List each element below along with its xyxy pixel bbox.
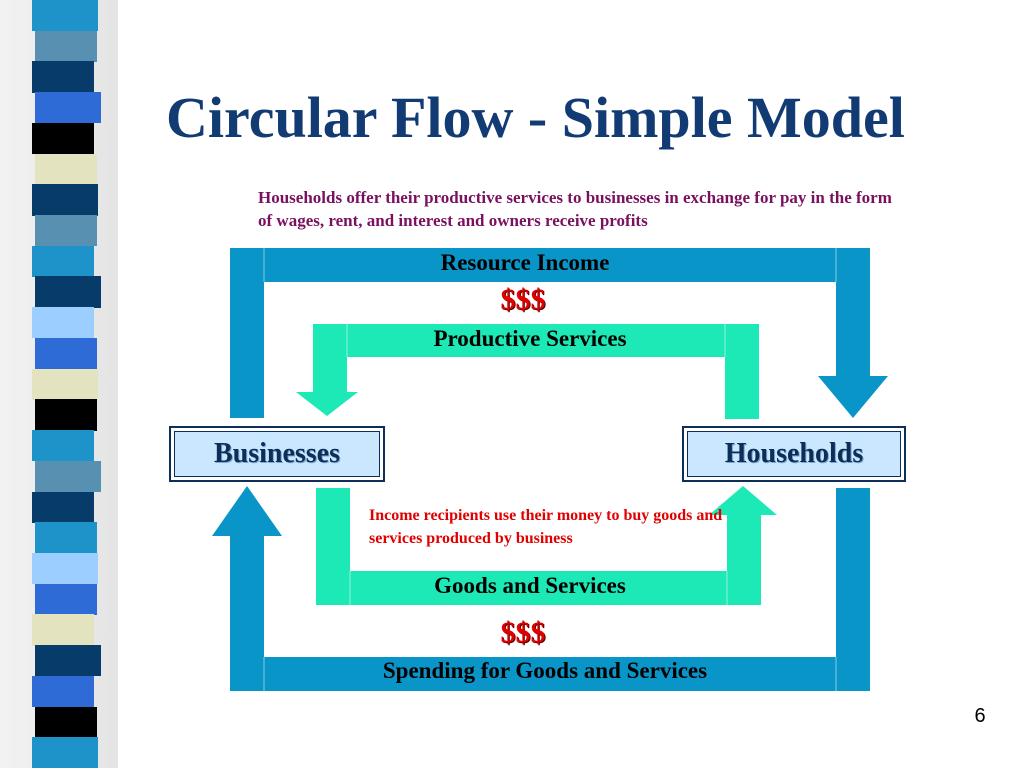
stripe-segment bbox=[35, 153, 97, 185]
stripe-segment bbox=[32, 307, 94, 339]
households-node: Households bbox=[682, 426, 906, 482]
resource-income-label: Resource Income bbox=[440, 250, 610, 275]
page-number: 6 bbox=[974, 705, 986, 727]
stripe-segment bbox=[32, 245, 94, 277]
stripe-segment bbox=[32, 614, 94, 646]
stripe-segment bbox=[32, 0, 98, 32]
arrow-down-to-households bbox=[818, 376, 888, 418]
productive-services-label: Productive Services bbox=[433, 326, 627, 351]
resource-income-right-drop bbox=[836, 248, 870, 376]
stripe-segment bbox=[32, 675, 94, 708]
spending-band bbox=[230, 657, 870, 691]
stripe-segment bbox=[35, 399, 97, 431]
stripe-segment bbox=[32, 430, 94, 462]
resource-income-left-riser bbox=[230, 248, 264, 418]
slide-title: Circular Flow - Simple Model bbox=[166, 85, 905, 150]
goods-services-left-riser bbox=[316, 488, 350, 605]
productive-services-left-drop bbox=[313, 324, 347, 392]
stripe-segment bbox=[32, 184, 98, 216]
businesses-node: Businesses bbox=[169, 426, 385, 482]
goods-services-band bbox=[316, 571, 761, 605]
arrow-up-to-households bbox=[709, 486, 777, 515]
stripe-column bbox=[32, 0, 101, 768]
stripe-segment bbox=[35, 460, 101, 493]
stripe-segment bbox=[32, 368, 98, 400]
stripe-segment bbox=[32, 552, 98, 585]
decorative-side-band bbox=[0, 0, 118, 768]
spending-label: Spending for Goods and Services bbox=[382, 658, 708, 683]
stripe-segment bbox=[32, 491, 94, 523]
stripe-segment bbox=[35, 276, 101, 308]
money-symbol-top: $$$ bbox=[500, 283, 546, 316]
stripe-segment bbox=[32, 122, 94, 155]
stripe-segment bbox=[35, 522, 97, 554]
stripe-segment bbox=[35, 337, 97, 370]
stripe-segment bbox=[35, 583, 97, 615]
stripe-segment bbox=[32, 737, 98, 768]
stripe-segment bbox=[35, 706, 97, 738]
goods-services-right-shaft bbox=[727, 515, 761, 605]
money-symbol-bottom: $$$ bbox=[500, 616, 546, 649]
arrow-up-to-businesses bbox=[212, 486, 282, 536]
stripe-segment bbox=[35, 92, 101, 124]
stripe-segment bbox=[35, 215, 97, 247]
households-offer-note: Households offer their productive servic… bbox=[258, 188, 892, 230]
income-recipients-note: Income recipients use their money to buy… bbox=[369, 507, 723, 547]
spending-left-shaft bbox=[230, 536, 264, 691]
productive-services-band bbox=[313, 324, 759, 357]
spending-right-riser bbox=[836, 488, 870, 691]
arrow-down-to-businesses bbox=[296, 392, 358, 416]
goods-and-services-label: Goods and Services bbox=[434, 573, 626, 598]
resource-income-band bbox=[230, 248, 870, 282]
stripe-segment bbox=[35, 645, 101, 677]
stripe-segment bbox=[32, 61, 94, 93]
productive-services-right-riser bbox=[725, 324, 759, 419]
stripe-segment bbox=[35, 30, 97, 62]
